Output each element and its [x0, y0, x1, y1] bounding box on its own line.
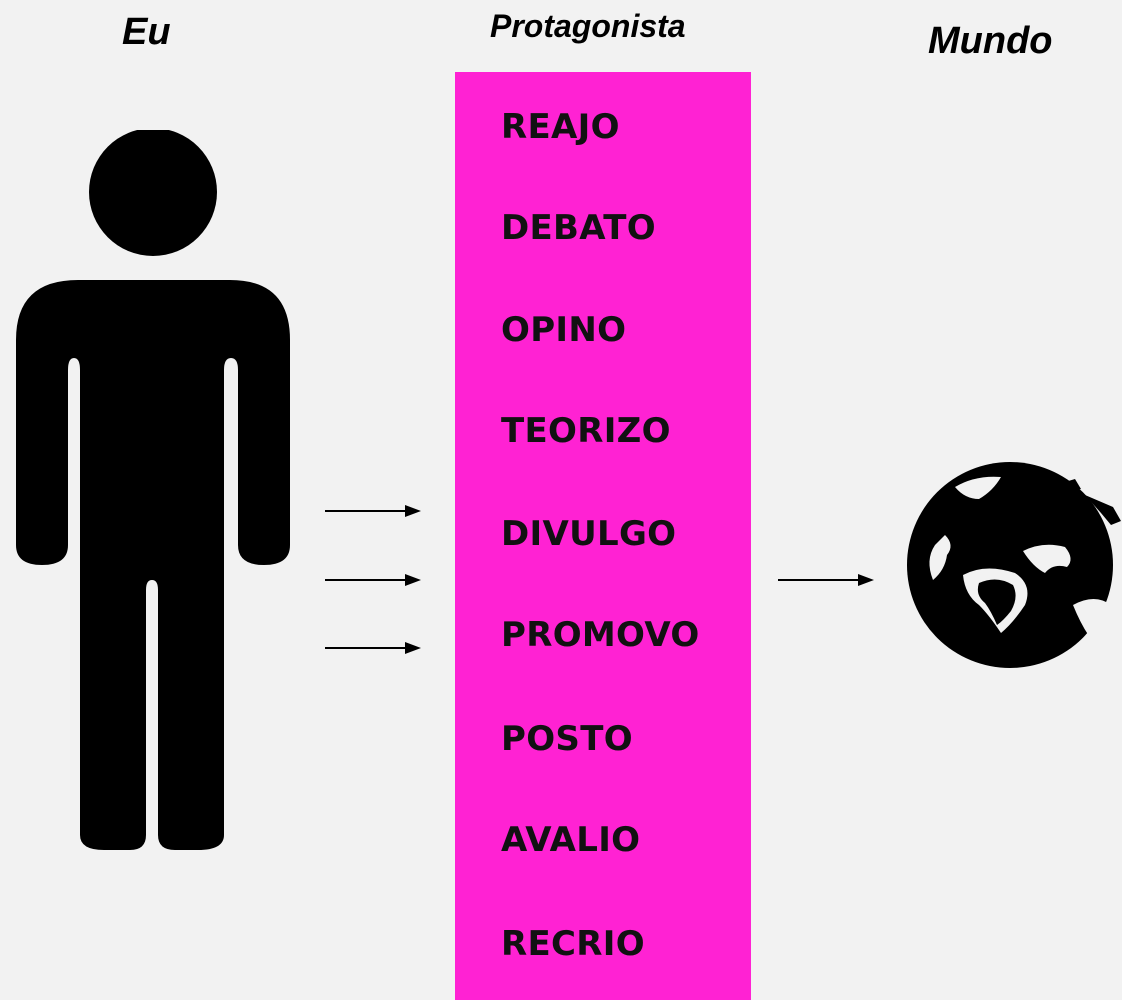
verb-list-box: REAJO DEBATO OPINO TEORIZO DIVULGO PROMO… [455, 72, 751, 1000]
verb-item: OPINO [501, 310, 627, 350]
person-icon [16, 130, 290, 850]
arrow-right-3 [325, 642, 421, 654]
verb-item: PROMOVO [501, 615, 700, 655]
arrow-right-2 [325, 574, 421, 586]
verb-item: DEBATO [501, 208, 656, 248]
heading-protagonista: Protagonista [490, 8, 686, 44]
globe-icon [907, 462, 1121, 668]
heading-mundo: Mundo [928, 20, 1053, 62]
arrow-to-world [778, 574, 874, 586]
verb-item: AVALIO [501, 820, 641, 860]
verb-item: REAJO [501, 107, 620, 147]
arrow-right-1 [325, 505, 421, 517]
verb-item: POSTO [501, 719, 633, 759]
verb-item: DIVULGO [501, 514, 677, 554]
heading-eu: Eu [122, 11, 171, 53]
verb-item: TEORIZO [501, 411, 671, 451]
verb-item: RECRIO [501, 924, 645, 964]
